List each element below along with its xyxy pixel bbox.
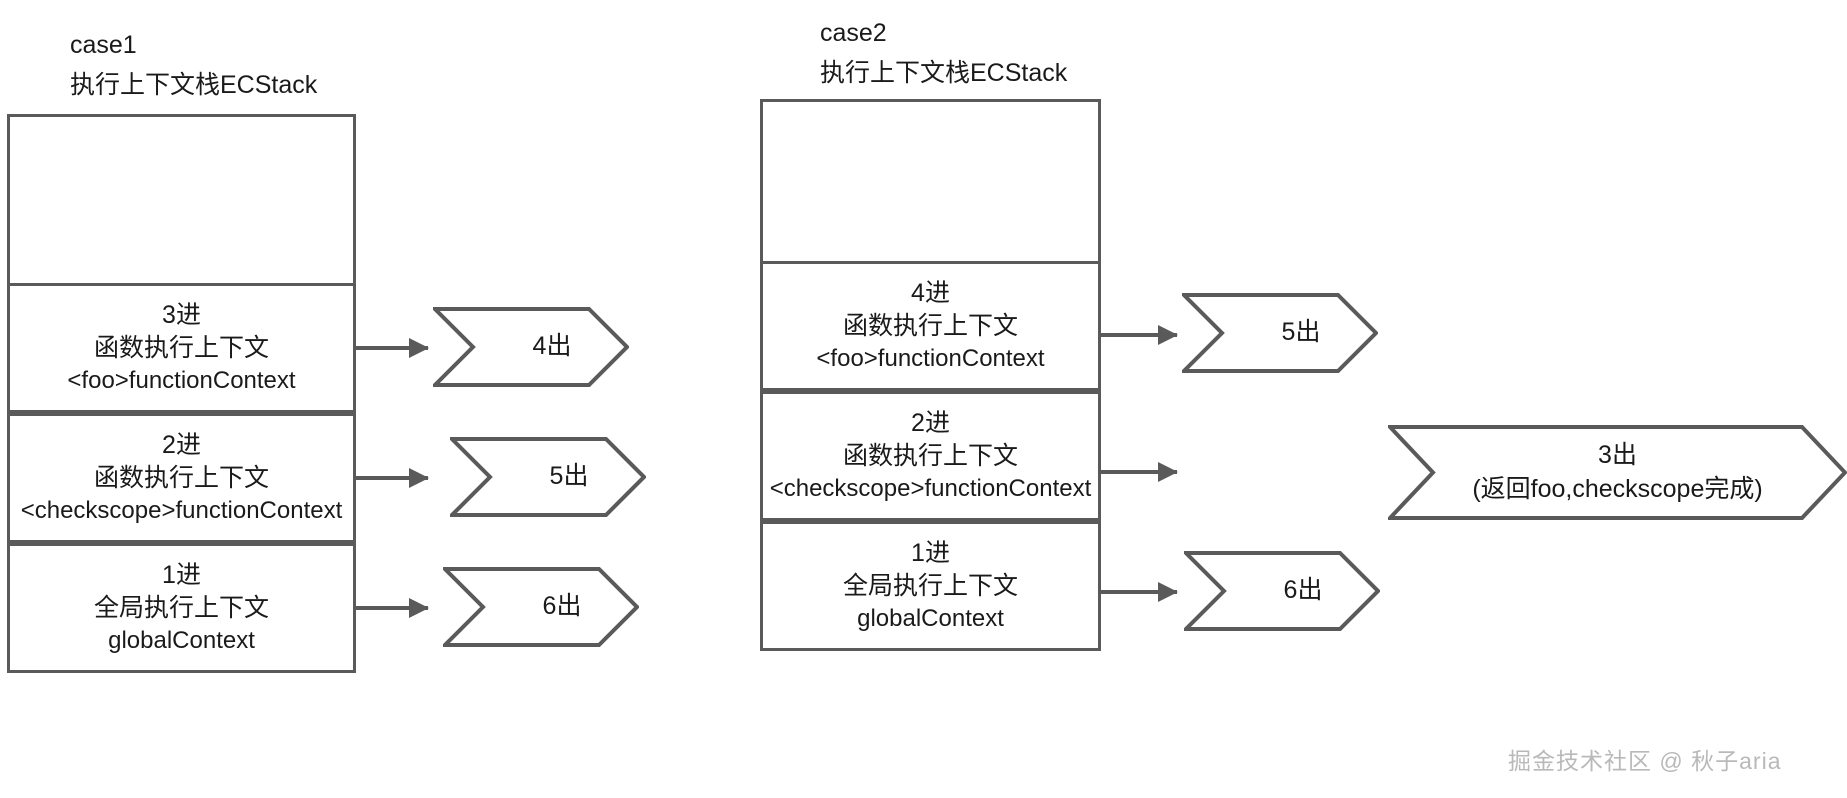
case2-frame-0-type: 函数执行上下文 <box>842 312 1018 341</box>
case1-frame-0-order: 3进 <box>162 301 201 330</box>
case2-pop-0-label: 5出 <box>1281 318 1321 347</box>
case1-empty-slot <box>7 114 356 286</box>
case1-pop-0-label: 4出 <box>532 332 572 361</box>
case1-frame-1-order: 2进 <box>162 431 201 460</box>
case1-subtitle: 执行上下文栈ECStack <box>70 71 318 99</box>
case2-connector-2 <box>1101 582 1178 602</box>
case1-pop-2-label: 6出 <box>542 592 582 621</box>
case2-title: case2 <box>820 19 887 47</box>
case1-pop-1[interactable]: 5出 <box>450 437 646 517</box>
case2-frame-2-order: 1进 <box>911 539 950 568</box>
case2-frame-2-context: globalContext <box>857 605 1004 633</box>
case1-title: case1 <box>70 31 137 59</box>
case1-frame-1[interactable]: 2进 函数执行上下文 <checkscope>functionContext <box>7 413 356 543</box>
case2-empty-slot <box>760 99 1101 264</box>
watermark: 掘金技术社区 @ 秋子aria <box>1508 748 1782 774</box>
case1-frame-0-type: 函数执行上下文 <box>93 334 269 363</box>
case1-frame-0[interactable]: 3进 函数执行上下文 <foo>functionContext <box>7 283 356 413</box>
case1-frame-2-order: 1进 <box>162 561 201 590</box>
case1-connector-2 <box>356 598 429 618</box>
case2-pop-1-note: (返回foo,checkscope完成) <box>1472 474 1763 503</box>
case2-connector-1 <box>1101 462 1178 482</box>
case1-pop-2[interactable]: 6出 <box>443 567 639 647</box>
case2-frame-0-context: <foo>functionContext <box>816 345 1045 373</box>
case1-frame-2-type: 全局执行上下文 <box>93 594 269 623</box>
case1-frame-2[interactable]: 1进 全局执行上下文 globalContext <box>7 543 356 673</box>
case2-frame-2[interactable]: 1进 全局执行上下文 globalContext <box>760 521 1101 651</box>
case2-frame-0[interactable]: 4进 函数执行上下文 <foo>functionContext <box>760 261 1101 391</box>
case2-subtitle: 执行上下文栈ECStack <box>820 59 1068 87</box>
case2-frame-2-type: 全局执行上下文 <box>842 572 1018 601</box>
case2-frame-1-context: <checkscope>functionContext <box>769 475 1092 503</box>
case1-frame-1-type: 函数执行上下文 <box>93 464 269 493</box>
case2-pop-0[interactable]: 5出 <box>1182 293 1378 373</box>
case2-frame-1-type: 函数执行上下文 <box>842 442 1018 471</box>
case1-frame-1-context: <checkscope>functionContext <box>20 497 343 525</box>
case2-pop-1[interactable]: 3出 (返回foo,checkscope完成) <box>1388 425 1847 520</box>
case1-frame-2-context: globalContext <box>108 627 255 655</box>
case2-pop-2[interactable]: 6出 <box>1184 551 1380 631</box>
case2-frame-1[interactable]: 2进 函数执行上下文 <checkscope>functionContext <box>760 391 1101 521</box>
case1-frame-0-context: <foo>functionContext <box>67 367 296 395</box>
case1-pop-0[interactable]: 4出 <box>433 307 629 387</box>
case2-pop-1-label: 3出 <box>1598 440 1637 469</box>
case1-connector-1 <box>356 468 429 488</box>
case2-frame-0-order: 4进 <box>911 279 950 308</box>
case2-frame-1-order: 2进 <box>911 409 950 438</box>
case1-connector-0 <box>356 338 429 358</box>
case1-pop-1-label: 5出 <box>549 462 589 491</box>
case2-connector-0 <box>1101 325 1178 345</box>
case2-pop-2-label: 6出 <box>1283 576 1323 605</box>
